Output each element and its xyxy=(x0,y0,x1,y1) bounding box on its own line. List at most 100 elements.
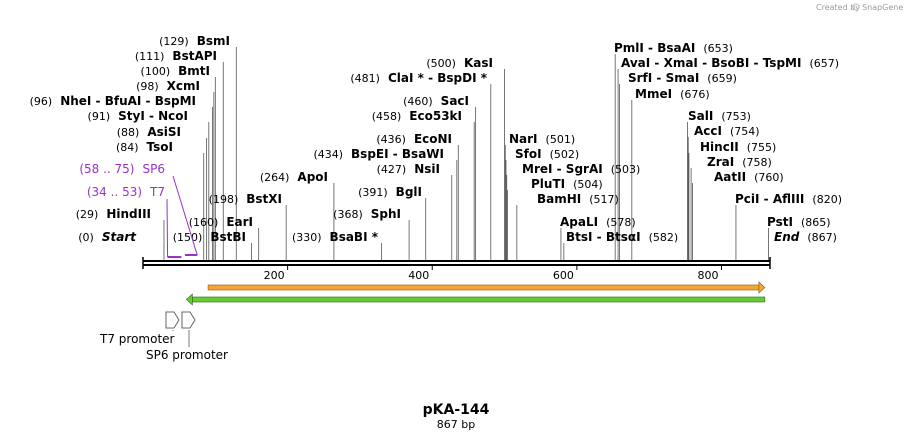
site-position: (820) xyxy=(812,193,842,206)
restriction-site[interactable]: PmlI - BsaAI(653) xyxy=(614,41,733,55)
restriction-site[interactable]: MmeI(676) xyxy=(635,87,710,101)
restriction-site[interactable]: HincII(755) xyxy=(700,140,776,154)
restriction-site[interactable]: BstAPI(111) xyxy=(135,49,217,63)
site-position: (755) xyxy=(747,141,777,154)
site-position: (504) xyxy=(573,178,603,191)
promoter-t7[interactable]: T7 promoter xyxy=(99,311,180,346)
restriction-site[interactable]: PluTI (504) xyxy=(531,177,603,191)
restriction-site[interactable]: NheI - BfuAI - BspMI(96) xyxy=(30,94,196,108)
restriction-site[interactable]: BglI(391) xyxy=(358,185,422,199)
restriction-site[interactable]: PstI (865) xyxy=(767,215,831,229)
site-name: PluTI xyxy=(531,177,565,191)
primer-t7[interactable]: T7(34 .. 53) xyxy=(87,185,182,258)
restriction-site[interactable]: ZraI(758) xyxy=(707,155,772,169)
restriction-site[interactable]: AatII(760) xyxy=(714,170,784,184)
site-name: HindIII xyxy=(106,207,151,221)
site-position: (657) xyxy=(809,57,839,70)
restriction-site[interactable]: BamHI(517) xyxy=(537,192,619,206)
site-position: (0) xyxy=(78,231,94,244)
restriction-site[interactable]: ClaI * - BspDI *(481) xyxy=(350,71,487,85)
restriction-site[interactable]: SacI(460) xyxy=(403,94,469,108)
promoter-arrow-icon xyxy=(181,311,196,329)
site-name: PstI xyxy=(767,215,793,229)
primer-name: SP6 xyxy=(143,162,166,176)
primer-leader-line xyxy=(166,198,169,258)
site-position: (160) xyxy=(189,216,219,229)
promoter-label: T7 promoter xyxy=(99,332,175,346)
site-position: (865) xyxy=(801,216,831,229)
restriction-site[interactable]: BstXI(198) xyxy=(209,192,282,206)
site-name: MreI - SgrAI xyxy=(522,162,603,176)
restriction-site[interactable]: Eco53kI(458) xyxy=(372,109,462,123)
site-position: (653) xyxy=(703,42,733,55)
site-name: SphI xyxy=(371,207,401,221)
site-name: AvaI - XmaI - BsoBI - TspMI xyxy=(621,56,801,70)
restriction-site[interactable]: EcoNI(436) xyxy=(376,132,452,146)
primer-annotations: SP6(58 .. 75)T7(34 .. 53) xyxy=(79,162,198,258)
restriction-site[interactable]: Start (0) xyxy=(78,230,137,244)
restriction-site[interactable]: BsmI(129) xyxy=(159,34,230,48)
site-position: (29) xyxy=(76,208,99,221)
restriction-site[interactable]: SalI(753) xyxy=(688,109,751,123)
site-name: KasI xyxy=(464,56,493,70)
restriction-site[interactable]: SfoI (502) xyxy=(515,147,579,161)
restriction-site[interactable]: TsoI(84) xyxy=(116,140,173,154)
green-feature-arrow[interactable] xyxy=(185,293,766,306)
site-name: EarI xyxy=(226,215,253,229)
site-name: BtsI - BtsαI xyxy=(566,230,641,244)
site-position: (659) xyxy=(707,72,737,85)
site-name: StyI - NcoI xyxy=(118,109,188,123)
restriction-site[interactable]: BtsI - BtsαI(582) xyxy=(566,230,678,244)
site-name: SfoI xyxy=(515,147,542,161)
site-name: SrfI - SmaI xyxy=(628,71,699,85)
restriction-site[interactable]: EarI (160) xyxy=(189,215,253,229)
site-position: (502) xyxy=(550,148,580,161)
restriction-site[interactable]: ApoI(264) xyxy=(260,170,328,184)
restriction-site[interactable]: BstBI(150) xyxy=(173,230,246,244)
restriction-site[interactable]: BspEI - BsaWI(434) xyxy=(313,147,444,161)
restriction-site[interactable]: NarI(501) xyxy=(509,132,575,146)
restriction-site[interactable]: End(867) xyxy=(774,230,837,244)
site-name: Start xyxy=(102,230,137,244)
site-position: (368) xyxy=(333,208,363,221)
orange-feature-arrow[interactable] xyxy=(207,281,766,294)
plasmid-name: pKA-144 xyxy=(423,402,490,418)
site-position: (867) xyxy=(807,231,837,244)
site-position: (753) xyxy=(721,110,751,123)
site-name: AatII xyxy=(714,170,746,184)
site-labels: Start (0) HindIII (29) TsoI(84)AsiSI(88) StyI… xyxy=(30,34,842,244)
site-position: (88) xyxy=(117,126,140,139)
restriction-site[interactable]: StyI - NcoI(91) xyxy=(88,109,188,123)
restriction-site[interactable]: BsaBI *(330) xyxy=(292,230,379,244)
site-name: ZraI xyxy=(707,155,734,169)
site-position: (501) xyxy=(546,133,576,146)
restriction-site[interactable]: SrfI - SmaI (659) xyxy=(628,71,737,85)
site-position: (481) xyxy=(350,72,380,85)
site-position: (330) xyxy=(292,231,322,244)
sequence-backbone xyxy=(142,257,771,269)
restriction-site[interactable]: KasI(500) xyxy=(426,56,493,70)
site-name: BstXI xyxy=(246,192,282,206)
site-name: BstBI xyxy=(210,230,246,244)
restriction-site[interactable]: AccI(754) xyxy=(694,124,760,138)
restriction-site[interactable]: MreI - SgrAI(503) xyxy=(522,162,640,176)
ruler-tick-label: 400 xyxy=(408,269,429,282)
restriction-site[interactable]: AvaI - XmaI - BsoBI - TspMI (657) xyxy=(621,56,839,70)
restriction-site[interactable]: XcmI(98) xyxy=(136,79,200,93)
primer-sp6[interactable]: SP6(58 .. 75) xyxy=(79,162,198,256)
site-position: (434) xyxy=(313,148,343,161)
promoter-label: SP6 promoter xyxy=(146,348,228,362)
restriction-site[interactable]: HindIII (29) xyxy=(76,207,151,221)
primer-name: T7 xyxy=(149,185,165,199)
restriction-site[interactable]: NsiI(427) xyxy=(377,162,440,176)
restriction-site[interactable]: SphI (368) xyxy=(333,207,401,221)
restriction-site[interactable]: AsiSI(88) xyxy=(117,125,181,139)
restriction-site[interactable]: PciI - AflIII(820) xyxy=(735,192,842,206)
site-position: (96) xyxy=(30,95,53,108)
credit-brand: SnapGene xyxy=(862,3,903,12)
site-name: BstAPI xyxy=(172,49,217,63)
restriction-site[interactable]: BmtI(100) xyxy=(141,64,210,78)
promoter-sp6[interactable]: SP6 promoter xyxy=(146,311,228,362)
restriction-site[interactable]: ApaLI(578) xyxy=(560,215,636,229)
